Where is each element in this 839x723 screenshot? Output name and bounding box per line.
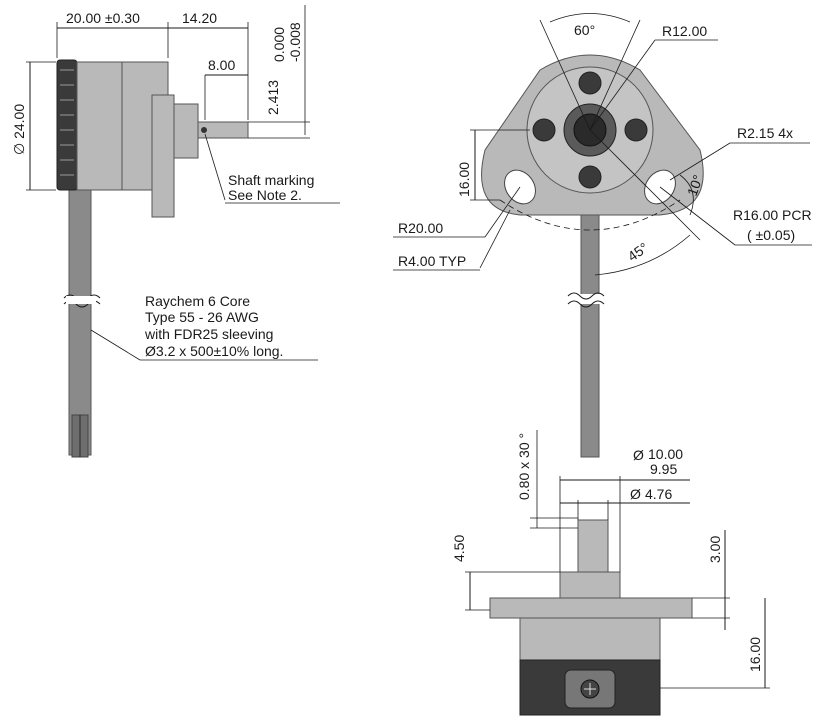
pcr-line1: R16.00 PCR xyxy=(733,207,812,223)
bottom-body xyxy=(519,617,661,661)
shaft-marking-dot xyxy=(201,127,207,133)
front-cable xyxy=(580,211,600,458)
radius-2-15: R2.15 4x xyxy=(737,125,793,141)
angle-45: 45° xyxy=(625,239,652,264)
side-view: 20.00 ±0.30 14.20 8.00 0.000 -0.008 2.41… xyxy=(11,5,340,458)
radius-20: R20.00 xyxy=(398,220,443,236)
dim-16-front: 16.00 xyxy=(456,162,472,197)
boss xyxy=(173,103,199,159)
dia-symbol-10: Ø xyxy=(633,447,644,463)
hole-bottom xyxy=(578,165,602,189)
dim-tol-lower: -0.008 xyxy=(287,22,303,62)
mounting-flange xyxy=(151,94,175,218)
radius-4: R4.00 TYP xyxy=(398,253,466,269)
dim-diameter: ∅ 24.00 xyxy=(11,104,27,155)
dim-tol-upper: 0.000 xyxy=(271,27,287,62)
bottom-flange xyxy=(489,597,693,619)
dim-16-bottom: 16.00 xyxy=(747,637,763,672)
cable-note-line1: Raychem 6 Core xyxy=(145,293,250,309)
dim-3-00: 3.00 xyxy=(707,536,723,563)
dia-4-76: 4.76 xyxy=(645,486,672,502)
angle-60: 60° xyxy=(574,22,595,38)
dia-upper: 10.00 xyxy=(648,446,683,462)
bottom-shaft xyxy=(577,519,609,573)
dim-8: 8.00 xyxy=(208,57,235,73)
shaft-note-line1: Shaft marking xyxy=(228,172,314,188)
dia-lower: 9.95 xyxy=(650,461,677,477)
dim-length: 20.00 ±0.30 xyxy=(66,10,140,26)
dim-shaft-length: 14.20 xyxy=(182,10,217,26)
pcr-line2: ( ±0.05) xyxy=(747,227,795,243)
hole-left xyxy=(532,118,556,142)
radius-12: R12.00 xyxy=(662,23,707,39)
cable-note-line2: Type 55 - 26 AWG xyxy=(145,309,259,325)
cable-note-line4: Ø3.2 x 500±10% long. xyxy=(145,343,283,359)
shaft xyxy=(197,121,249,139)
bottom-view: 0.80 x 30 ° Ø 10.00 9.95 Ø 4.76 4.50 3.0… xyxy=(451,430,770,716)
shaft-note-line2: See Note 2. xyxy=(228,187,302,203)
knurled-ring xyxy=(56,59,78,191)
hole-right xyxy=(624,118,648,142)
hole-top xyxy=(578,71,602,95)
dim-4-50: 4.50 xyxy=(451,535,467,562)
bottom-boss xyxy=(559,571,621,599)
chamfer: 0.80 x 30 ° xyxy=(516,433,532,500)
angle-10: 10° xyxy=(684,173,706,198)
cable-note-line3: with FDR25 sleeving xyxy=(144,326,273,342)
dia-symbol-476: Ø xyxy=(630,486,641,502)
motor-body xyxy=(76,61,123,191)
dim-2413: 2.413 xyxy=(265,80,281,115)
front-view: 60° R12.00 R2.15 4x 16.00 10° R16.00 PCR… xyxy=(393,13,812,458)
